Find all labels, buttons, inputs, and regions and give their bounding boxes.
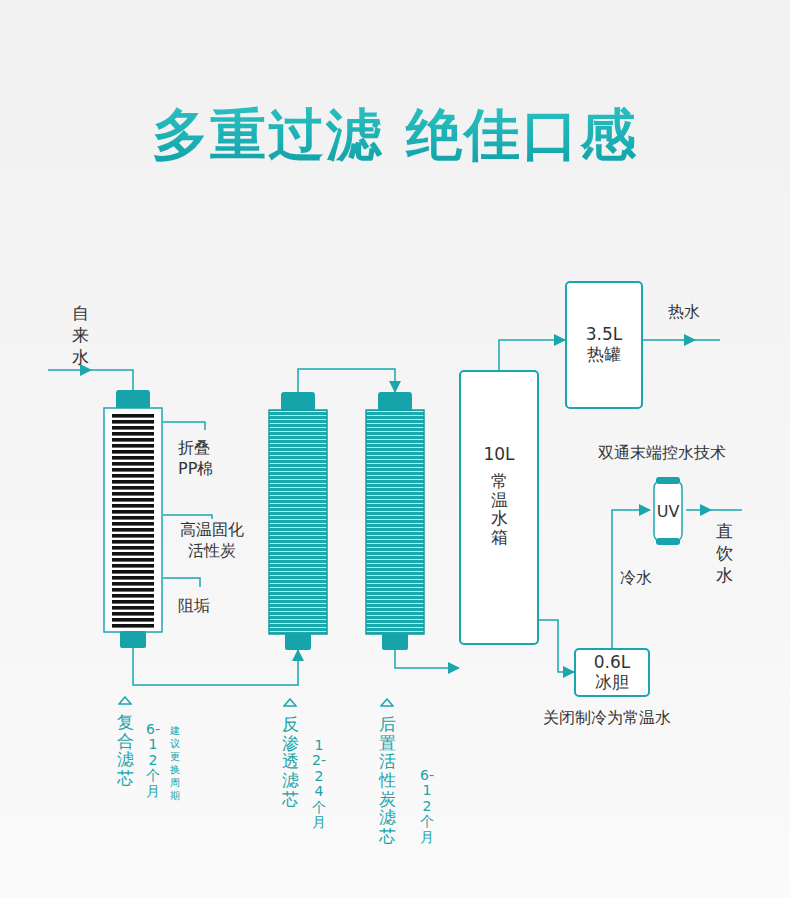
- arrow-head: [700, 504, 712, 516]
- water-tank: 10L 常温水箱: [459, 370, 539, 645]
- node-text: 常温水箱: [491, 472, 508, 547]
- filter-name: 反渗透滤芯: [282, 715, 299, 808]
- filter-drawing: [268, 392, 328, 650]
- filter-name: 复合滤芯: [117, 713, 134, 788]
- caption-triangle: [283, 698, 297, 707]
- period-label: 6-12个月: [146, 722, 160, 799]
- filter-drawing: [365, 392, 425, 650]
- filter-cartridge: 复合滤芯: [103, 390, 163, 648]
- node-text: 3.5L: [586, 325, 623, 345]
- filter-cartridge: 反渗透滤芯: [268, 392, 328, 650]
- drink-outlet-pipe: [686, 509, 742, 511]
- callout-label: 折叠 PP棉: [178, 438, 230, 480]
- inlet-pipe: [48, 370, 133, 390]
- caption-block: 后置活性炭滤芯: [379, 698, 396, 846]
- tech-label: 双通末端控水技术: [598, 443, 726, 464]
- caption-block: 复合滤芯: [117, 696, 134, 788]
- title: 多重过滤 绝佳口感: [0, 98, 790, 174]
- callout-label: 阻垢: [178, 596, 210, 617]
- caption-triangle: [380, 698, 394, 707]
- pipe-connector: [133, 648, 298, 685]
- leader-line: [163, 578, 200, 587]
- hot-tank: 3.5L热罐: [565, 281, 643, 409]
- callout-label: 高温固化 活性炭: [176, 520, 248, 562]
- pipe-connector: [395, 650, 459, 668]
- pipe-connector: [499, 340, 565, 370]
- filter-drawing: [103, 390, 163, 648]
- node-text: 热罐: [587, 345, 621, 365]
- filter-cartridge: 后置活性炭滤芯: [365, 392, 425, 650]
- node-text: 0.6L: [594, 653, 631, 673]
- period-label: 6-12个月: [420, 768, 434, 845]
- filter-name: 后置活性炭滤芯: [379, 715, 396, 846]
- leader-line: [163, 422, 205, 430]
- note-label: 关闭制冷为常温水: [543, 708, 671, 729]
- uv-lamp: UV: [650, 476, 686, 546]
- node-text: UV: [657, 502, 680, 521]
- arrow-head: [684, 334, 696, 346]
- edge-label: 冷水: [620, 568, 652, 589]
- node-text: 冰胆: [595, 673, 629, 693]
- caption-triangle: [118, 696, 132, 705]
- outlet-label: 直饮水: [716, 520, 733, 586]
- pipe-connector: [539, 620, 574, 672]
- leader-line: [163, 515, 212, 519]
- inlet-label: 自来水: [72, 302, 89, 368]
- period-label: 12-24个月: [312, 738, 326, 830]
- node-text: 10L: [483, 444, 514, 464]
- ice-tank: 0.6L冰胆: [574, 648, 650, 697]
- hot-outlet-pipe: [643, 339, 720, 341]
- note-label: 建议更换周期: [170, 724, 180, 802]
- outlet-label: 热水: [668, 302, 700, 323]
- caption-block: 反渗透滤芯: [282, 698, 299, 808]
- pipe-connector: [298, 369, 395, 392]
